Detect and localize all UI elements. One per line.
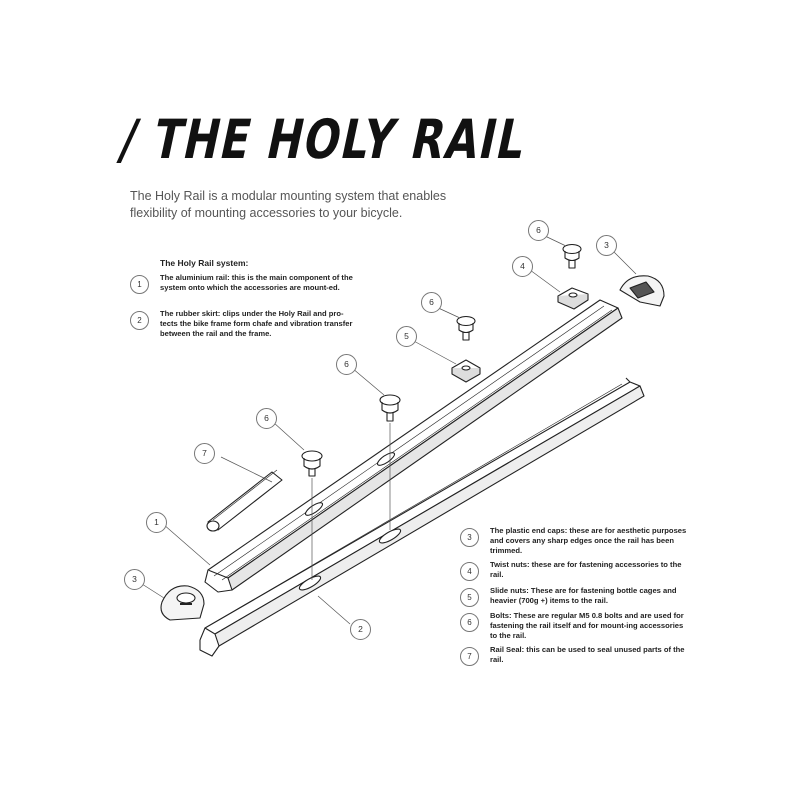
bolt-1 <box>301 450 323 477</box>
legend-number: 7 <box>460 647 479 666</box>
callout-bolt: 6 <box>336 354 357 375</box>
twist-nut <box>557 287 589 310</box>
legend-text: Twist nuts: these are for fastening acce… <box>490 560 682 579</box>
bolt-2 <box>379 394 401 422</box>
page-subtitle: The Holy Rail is a modular mounting syst… <box>130 189 447 220</box>
legend-text: The aluminium rail: this is the main com… <box>160 273 353 292</box>
callout-twist-nut: 4 <box>512 256 533 277</box>
end-cap-right <box>619 275 665 307</box>
callout-slide-nut: 5 <box>396 326 417 347</box>
legend-item-rail-seal: 7 Rail Seal: this can be used to seal un… <box>460 645 690 666</box>
legend-item-slide-nuts: 5 Slide nuts: These are for fastening bo… <box>460 586 690 607</box>
aluminium-rail <box>204 299 623 593</box>
end-cap-left <box>160 585 205 621</box>
callout-bolt: 6 <box>421 292 442 313</box>
callout-bolt: 6 <box>528 220 549 241</box>
legend-number: 5 <box>460 588 479 607</box>
callout-end-cap: 3 <box>124 569 145 590</box>
callout-skirt: 2 <box>350 619 371 640</box>
legend-number: 4 <box>460 562 479 581</box>
legend-text: Rail Seal: this can be used to seal unus… <box>490 645 685 664</box>
legend-item-end-caps: 3 The plastic end caps: these are for ae… <box>460 526 690 556</box>
legend-number: 3 <box>460 528 479 547</box>
slide-nut <box>451 359 481 383</box>
legend-heading: The Holy Rail system: <box>160 258 249 268</box>
bolt-4 <box>562 243 582 269</box>
legend-text: Slide nuts: These are for fastening bott… <box>490 586 677 605</box>
rubber-skirt <box>199 377 645 657</box>
legend-item-twist-nuts: 4 Twist nuts: these are for fastening ac… <box>460 560 690 581</box>
legend-item-skirt: 2 The rubber skirt: clips under the Holy… <box>130 309 360 339</box>
legend-item-rail: 1 The aluminium rail: this is the main c… <box>130 273 360 294</box>
callout-bolt: 6 <box>256 408 277 429</box>
callout-rail: 1 <box>146 512 167 533</box>
legend-item-bolts: 6 Bolts: These are regular M5 0.8 bolts … <box>460 611 690 641</box>
legend-text: Bolts: These are regular M5 0.8 bolts an… <box>490 611 684 640</box>
legend-text: The rubber skirt: clips under the Holy R… <box>160 309 353 338</box>
callout-rail-seal: 7 <box>194 443 215 464</box>
legend-number: 6 <box>460 613 479 632</box>
rail-seal <box>206 469 283 532</box>
legend-number: 1 <box>130 275 149 294</box>
legend-text: The plastic end caps: these are for aest… <box>490 526 687 555</box>
callout-end-cap: 3 <box>596 235 617 256</box>
legend-number: 2 <box>130 311 149 330</box>
leader-lines <box>141 235 637 625</box>
bolt-3 <box>456 315 476 341</box>
